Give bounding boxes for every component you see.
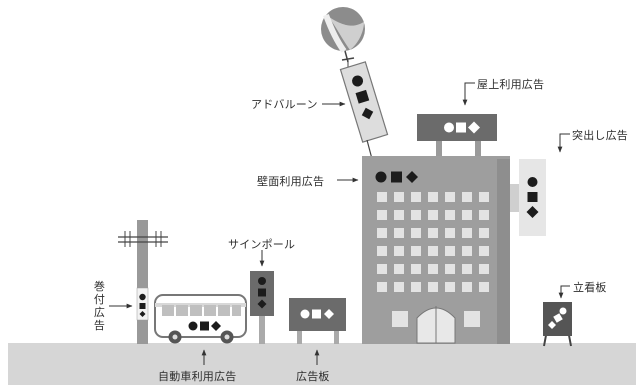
building-window	[411, 282, 421, 292]
building-window	[462, 228, 472, 238]
building-window	[479, 246, 489, 256]
building-window	[394, 192, 404, 202]
label-adballoon: アドバルーン	[251, 98, 318, 111]
building-window	[394, 246, 404, 256]
label-standing-board: 立看板	[573, 281, 607, 294]
building-window	[411, 246, 421, 256]
building-window	[428, 282, 438, 292]
building-window	[479, 228, 489, 238]
building-window	[445, 264, 455, 274]
building-window	[462, 210, 472, 220]
building-window	[394, 210, 404, 220]
signboard	[289, 298, 346, 344]
building-window	[445, 246, 455, 256]
building-window	[411, 228, 421, 238]
building-window	[428, 246, 438, 256]
building-windows	[377, 192, 489, 292]
building-window	[479, 192, 489, 202]
building-window	[479, 282, 489, 292]
building-window	[428, 264, 438, 274]
balloon-tether	[366, 139, 373, 160]
building-window	[411, 192, 421, 202]
building-window	[479, 264, 489, 274]
ad-balloon	[321, 7, 365, 68]
building-window	[394, 264, 404, 274]
bus-vehicle-ad	[154, 294, 247, 344]
building-window	[428, 210, 438, 220]
building-window	[462, 246, 472, 256]
building-window	[377, 228, 387, 238]
building-window	[445, 210, 455, 220]
office-building	[362, 156, 510, 344]
building-window	[445, 228, 455, 238]
building-window	[411, 264, 421, 274]
rooftop-sign	[417, 114, 497, 159]
sign-pole	[250, 271, 274, 344]
ground	[8, 343, 636, 385]
building-window	[394, 282, 404, 292]
building-window	[445, 282, 455, 292]
label-wrapped-ad: 巻付広告	[93, 280, 106, 332]
projecting-sign	[510, 159, 546, 236]
leader-lines	[109, 82, 570, 365]
building-window	[377, 192, 387, 202]
building-window	[445, 192, 455, 202]
building-window	[377, 210, 387, 220]
building-window	[462, 192, 472, 202]
building-window	[479, 210, 489, 220]
building-window	[377, 264, 387, 274]
label-vehicle-ad: 自動車利用広告	[158, 370, 237, 383]
label-projecting-ad: 突出し広告	[572, 129, 628, 142]
label-rooftop-ad: 屋上利用広告	[477, 78, 545, 91]
building-window	[377, 282, 387, 292]
building-window	[428, 192, 438, 202]
label-sign-pole: サインポール	[228, 238, 296, 251]
building-window	[462, 282, 472, 292]
label-signboard: 広告板	[296, 370, 330, 383]
utility-pole-wrapped-ad	[118, 220, 168, 344]
ad-balloon-banner	[339, 61, 389, 143]
building-window	[411, 210, 421, 220]
building-window	[394, 228, 404, 238]
standing-board	[543, 302, 572, 347]
building-window	[428, 228, 438, 238]
building-window	[377, 246, 387, 256]
label-wall-ad: 壁面利用広告	[257, 175, 325, 188]
building-window	[462, 264, 472, 274]
